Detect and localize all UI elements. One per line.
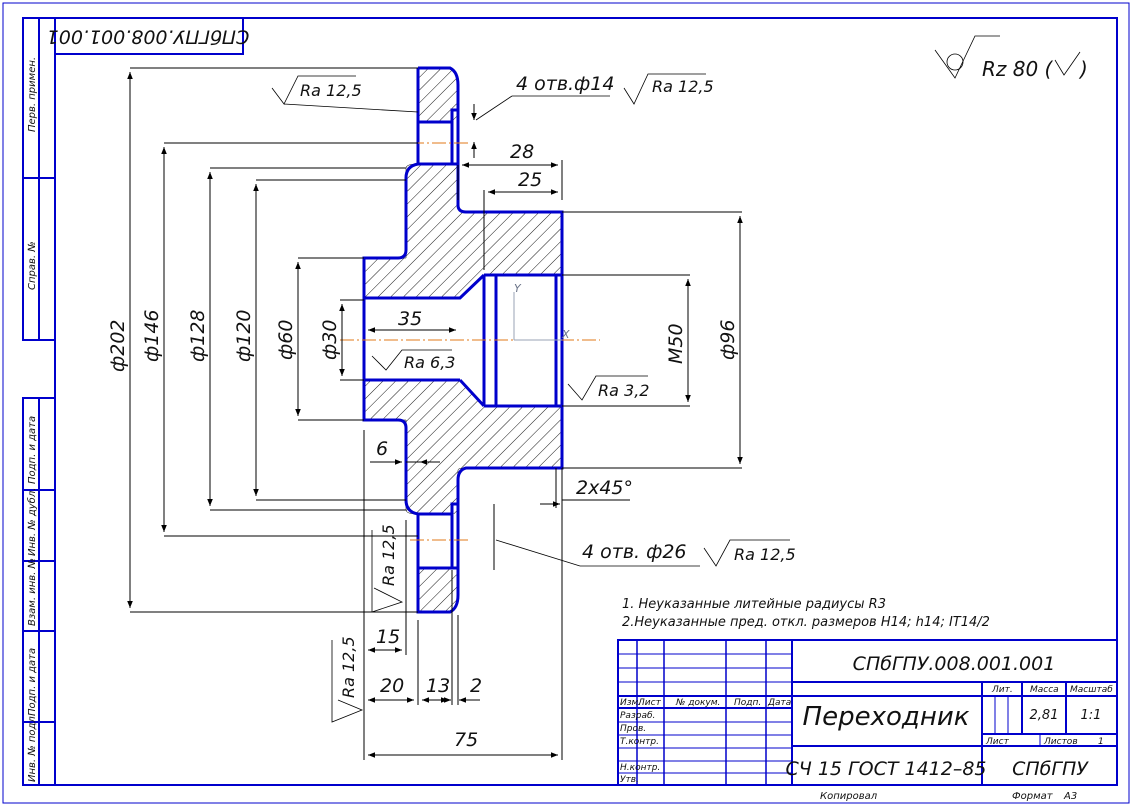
side-sprav-no: Справ. №: [27, 241, 38, 290]
length-dimensions: 28 25 35 6 2x45° 15 20 13 2 7: [363, 141, 633, 760]
side-inv-podl: Инв. № подл.: [27, 713, 38, 782]
rotated-code-box: СПбГПУ.008.001.001: [47, 17, 250, 55]
holes-26-callout: 4 отв. ф26: [582, 541, 687, 563]
dim-chamfer: 2x45°: [576, 477, 633, 499]
side-inv-dubl: Инв. № дубл.: [26, 488, 38, 556]
dim-m50: M50: [665, 323, 687, 364]
dim-d96: ф96: [717, 320, 739, 360]
footer-format: Формат: [1012, 791, 1054, 802]
dim-l75: 75: [454, 729, 478, 751]
ra-32-callout: Ra 3,2: [598, 381, 649, 400]
tb-listov-label: Листов: [1043, 737, 1078, 747]
tb-t-kontr: Т.контр.: [620, 737, 659, 747]
tb-part-name: Переходник: [803, 702, 970, 732]
x-axis-label: X: [561, 328, 570, 341]
tb-n-dokum: № докум.: [675, 698, 720, 708]
tb-organization: СПбГПУ: [1012, 758, 1089, 780]
dim-l2: 2: [470, 675, 482, 697]
ra-125-top-right: Ra 12,5: [652, 77, 714, 96]
dim-l28: 28: [510, 141, 534, 163]
title-block: Изм. Лист № докум. Подп. Дата Разраб. Пр…: [617, 639, 1118, 786]
ra-63-callout: Ra 6,3: [404, 353, 455, 372]
y-axis-label: Y: [514, 282, 522, 295]
note-2: 2.Неуказанные пред. откл. размеров H14; …: [622, 615, 990, 630]
ra-125-holes-26: Ra 12,5: [734, 545, 796, 564]
general-roughness-text: Rz 80 (: [982, 57, 1054, 81]
side-vzam-inv: Взам. инв. №: [27, 558, 38, 626]
footer-format-value: А3: [1063, 791, 1077, 802]
dim-l6: 6: [376, 438, 388, 460]
ra-125-vertical-mid: Ra 12,5: [379, 524, 398, 586]
check-mark-icon: [1054, 51, 1081, 76]
part-section: Y X: [340, 66, 600, 614]
side-podp-data-1: Подп. и дата: [27, 416, 38, 484]
rotated-doc-code: СПбГПУ.008.001.001: [47, 26, 250, 48]
dim-d128: ф128: [187, 309, 209, 362]
tb-massa-value: 2,81: [1030, 708, 1059, 723]
dim-l15: 15: [376, 626, 400, 648]
tb-masshtab-value: 1:1: [1081, 708, 1102, 723]
tb-lit: Лит.: [991, 685, 1013, 695]
diameter-dimensions: ф202 ф146 ф128 ф120 ф60 ф30 M50: [107, 67, 743, 613]
dim-l35: 35: [398, 308, 422, 330]
dim-l13: 13: [426, 675, 450, 697]
tb-n-kontr: Н.контр.: [620, 763, 660, 773]
footer-kopiroval: Копировал: [820, 791, 878, 802]
tb-podp: Подп.: [734, 698, 761, 708]
dim-d202: ф202: [107, 319, 129, 372]
side-perv-primen: Перв. примен.: [27, 57, 38, 132]
tb-listov-value: 1: [1098, 737, 1104, 747]
tb-doc-code: СПбГПУ.008.001.001: [853, 653, 1056, 675]
general-roughness: Rz 80 ( ): [934, 35, 1088, 81]
ra-125-top-left: Ra 12,5: [300, 81, 362, 100]
tb-material: СЧ 15 ГОСТ 1412–85: [785, 758, 986, 780]
dim-l25: 25: [518, 169, 542, 191]
ra-125-vertical-bottom: Ra 12,5: [339, 636, 358, 698]
tb-list-label: Лист: [985, 737, 1010, 747]
dim-d60: ф60: [275, 320, 297, 360]
dim-d146: ф146: [141, 309, 163, 362]
dim-l20: 20: [380, 675, 404, 697]
side-strip: Перв. примен. Справ. № Подп. и дата Инв.…: [22, 17, 56, 786]
note-1: 1. Неуказанные литейные радиусы R3: [622, 597, 886, 612]
general-roughness-close: ): [1078, 57, 1088, 81]
tb-massa: Масса: [1030, 685, 1059, 695]
callouts: Ra 12,5 4 отв.ф14 Ra 12,5 Ra 6,3 Ra 3,2 …: [271, 73, 796, 723]
dim-d30: ф30: [319, 320, 341, 360]
tb-razrab: Разраб.: [620, 711, 655, 721]
tb-utv: Утв.: [620, 775, 639, 785]
holes-14-callout: 4 отв.ф14: [516, 73, 614, 95]
tb-izm: Изм.: [620, 698, 641, 708]
tb-list: Лист: [637, 698, 662, 708]
tb-masshtab: Масштаб: [1070, 685, 1113, 695]
tb-prov: Пров.: [620, 724, 646, 734]
side-podp-data-2: Подп. и дата: [27, 648, 38, 716]
tb-data: Дата: [767, 698, 791, 708]
dim-d120: ф120: [233, 309, 255, 362]
technical-notes: 1. Неуказанные литейные радиусы R3 2.Неу…: [622, 597, 990, 630]
